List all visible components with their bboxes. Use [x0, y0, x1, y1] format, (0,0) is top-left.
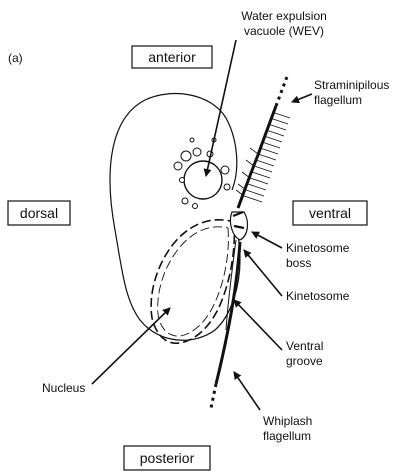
straminipilous-label-line2: flagellum: [314, 93, 362, 107]
ventral-groove-label-line1: Ventral: [286, 339, 323, 353]
whiplash-label-line2: flagellum: [263, 429, 311, 443]
dorsal-label: dorsal: [20, 205, 58, 221]
anterior-label: anterior: [148, 49, 196, 65]
straminipilous-label-line1: Straminipilous: [314, 78, 389, 92]
water-expulsion-vacuole: [174, 138, 230, 209]
panel-label: (a): [8, 51, 23, 65]
kinetosome-boss-arrow: [252, 232, 282, 248]
anterior-box: anterior: [132, 46, 212, 68]
ventral-groove-arrow: [234, 300, 282, 350]
whiplash-label-line1: Whiplash: [263, 414, 312, 428]
kinetosome-boss-label-line1: Kinetosome: [286, 241, 350, 255]
wev-label-line2: vacuole (WEV): [244, 24, 324, 38]
posterior-box: posterior: [124, 446, 210, 470]
nucleus-label: Nucleus: [42, 381, 85, 395]
straminipilous-arrow: [292, 94, 312, 102]
ventral-groove-label-line2: groove: [286, 354, 323, 368]
kinetosome-label: Kinetosome: [286, 289, 350, 303]
straminipilous-flagellum: [236, 74, 290, 208]
posterior-label: posterior: [140, 450, 195, 466]
whiplash-arrow: [234, 372, 260, 410]
nucleus-arrow: [92, 308, 170, 384]
kinetosome-boss: [230, 212, 247, 240]
dorsal-box: dorsal: [8, 201, 70, 225]
pointer-arrows: [92, 40, 312, 410]
kinetosome-boss-label-line2: boss: [286, 256, 311, 270]
wev-label-line1: Water expulsion: [241, 9, 327, 23]
nucleus-outline: [151, 220, 234, 343]
kinetosome-arrow: [244, 250, 282, 296]
ventral-box: ventral: [293, 201, 367, 225]
nucleus-inner-outline: [158, 227, 229, 336]
ventral-label: ventral: [309, 205, 351, 221]
